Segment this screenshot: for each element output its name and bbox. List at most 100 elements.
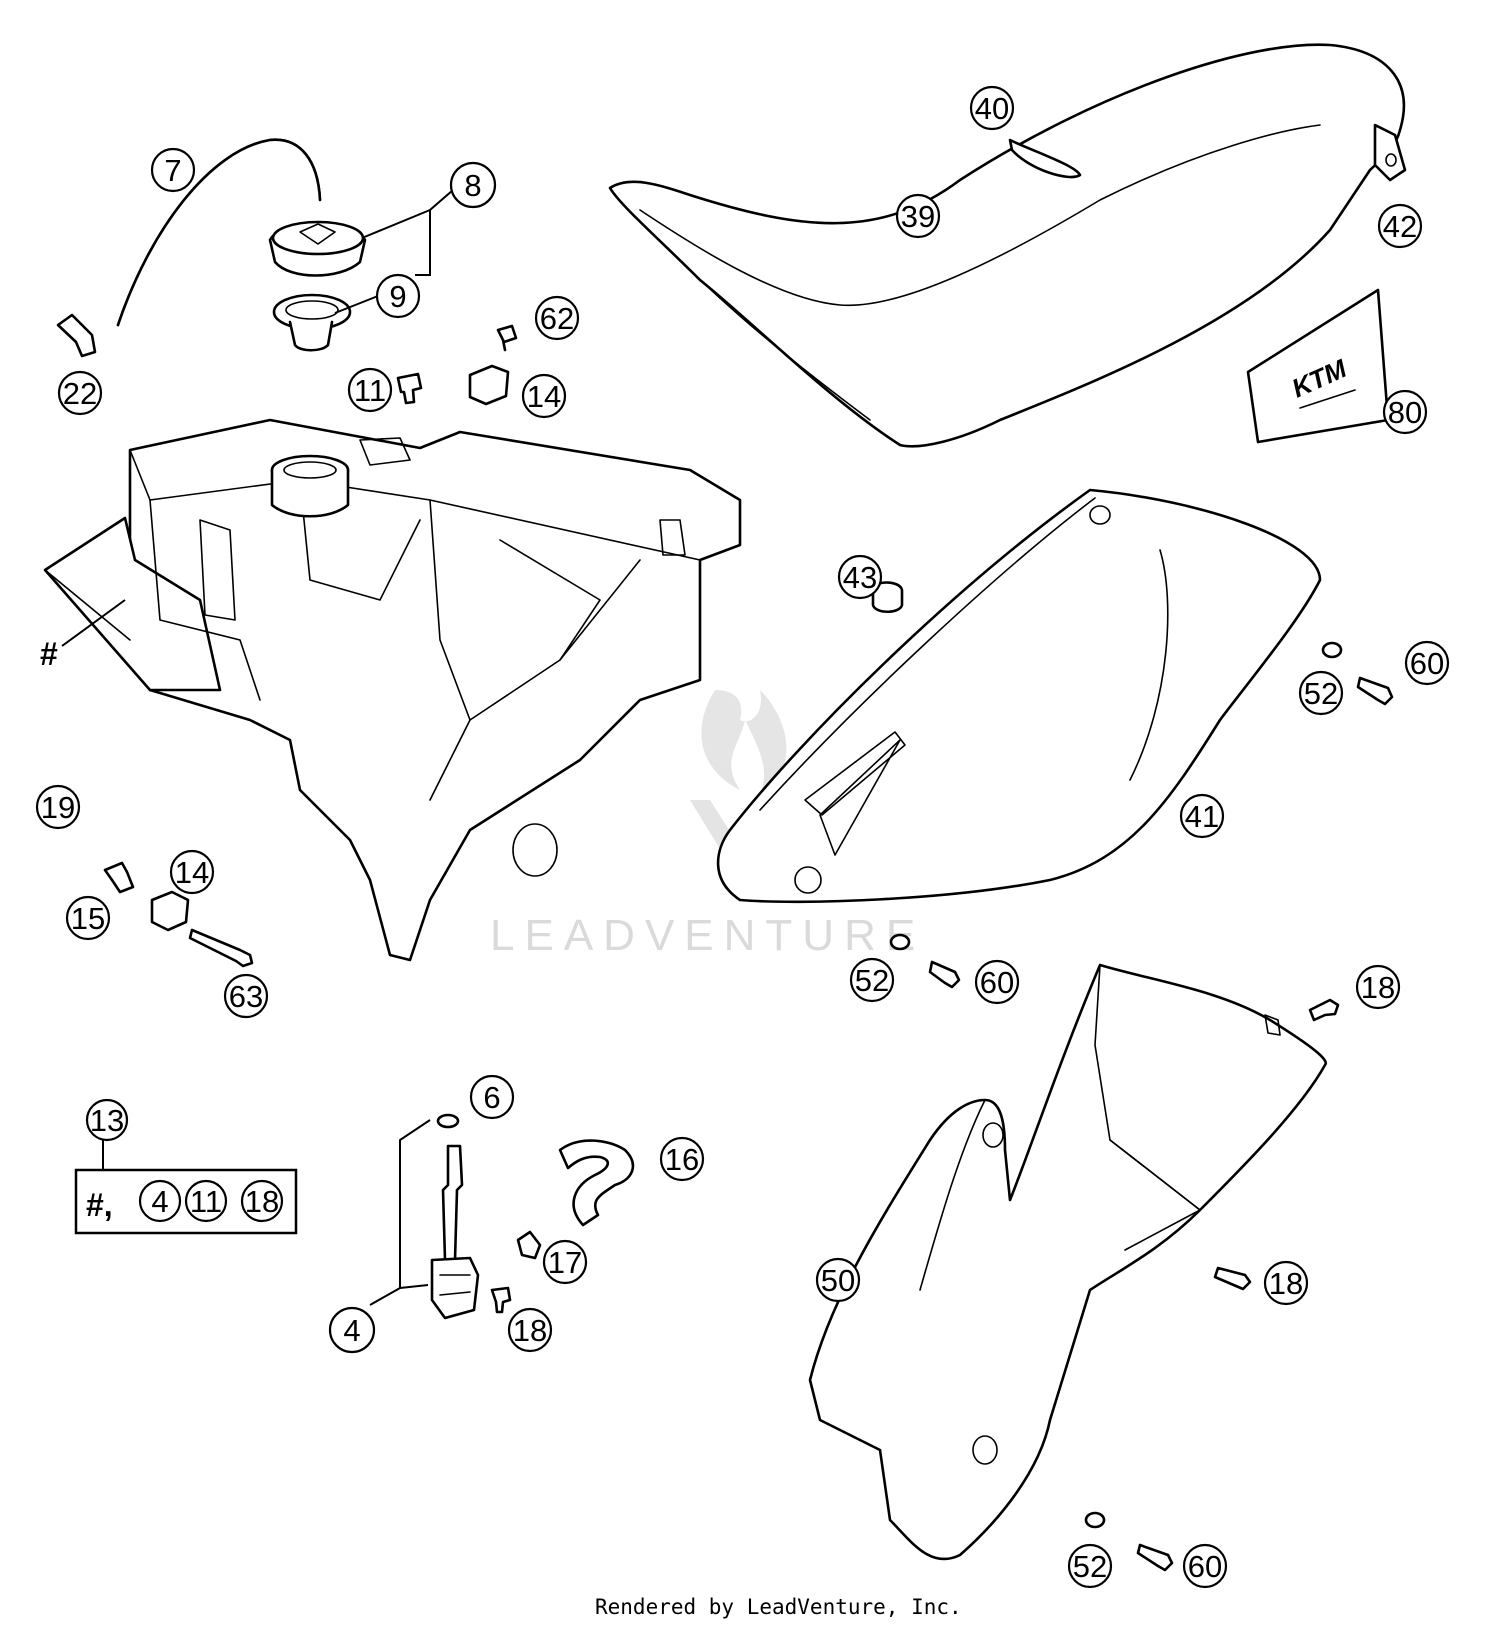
- svg-text:15: 15: [71, 901, 105, 936]
- kit-item-18: 18: [240, 1179, 284, 1223]
- callout-6: 6: [469, 1074, 515, 1120]
- fuel-tank: [43, 418, 742, 962]
- callout-62: 62: [534, 295, 580, 341]
- callout-60-lower: 60: [1182, 1543, 1228, 1589]
- svg-text:19: 19: [41, 790, 75, 825]
- svg-text:18: 18: [513, 1313, 547, 1348]
- kit-box: #, 4 11 18: [74, 1168, 298, 1235]
- callout-8: 8: [449, 161, 497, 209]
- elbow-fitting: [56, 313, 97, 358]
- kit-item-4: 4: [138, 1179, 182, 1223]
- rubber-spacer-top: [468, 364, 510, 406]
- svg-text:60: 60: [1188, 1549, 1222, 1584]
- callout-16: 16: [659, 1136, 705, 1182]
- callout-60-middle: 60: [974, 959, 1020, 1005]
- callout-43: 43: [837, 554, 883, 600]
- svg-text:11: 11: [354, 373, 386, 408]
- ktm-sticker: KTM: [1246, 288, 1390, 444]
- svg-text:52: 52: [855, 963, 889, 998]
- svg-text:60: 60: [980, 965, 1014, 1000]
- kit-hash-text: #,: [86, 1187, 113, 1223]
- svg-text:18: 18: [1361, 970, 1395, 1005]
- svg-text:63: 63: [229, 979, 263, 1014]
- callout-22: 22: [57, 370, 103, 416]
- fuel-cap: [268, 220, 367, 277]
- watermark-text: LEADVENTURE: [490, 911, 925, 960]
- cap-gasket: [272, 293, 352, 352]
- bolt-18-upper: [1308, 998, 1340, 1022]
- callout-9: 9: [375, 273, 421, 319]
- svg-text:17: 17: [548, 1245, 582, 1280]
- callout-18-upper: 18: [1355, 964, 1401, 1010]
- svg-text:22: 22: [63, 376, 97, 411]
- seat: [608, 43, 1407, 448]
- svg-text:52: 52: [1073, 1549, 1107, 1584]
- bolt-63: [188, 928, 254, 968]
- svg-text:39: 39: [901, 199, 935, 234]
- callout-14-left: 14: [169, 849, 215, 895]
- callout-60-upper: 60: [1404, 640, 1450, 686]
- washer-52-upper: [1321, 641, 1343, 659]
- credit-text: Rendered by LeadVenture, Inc.: [595, 1595, 962, 1619]
- callout-18-lower: 18: [1263, 1260, 1309, 1306]
- callout-4: 4: [328, 1306, 376, 1354]
- callout-50: 50: [815, 1257, 861, 1303]
- washer-52-lower: [1084, 1511, 1106, 1529]
- fuel-hose: [558, 1139, 635, 1227]
- screw-11: [396, 372, 423, 405]
- svg-text:60: 60: [1410, 646, 1444, 681]
- svg-text:4: 4: [151, 1184, 168, 1219]
- hose-clamp: [516, 1230, 542, 1260]
- bolt-60-lower: [1136, 1543, 1174, 1572]
- svg-text:14: 14: [175, 855, 209, 890]
- svg-text:13: 13: [90, 1103, 124, 1138]
- svg-text:52: 52: [1304, 676, 1338, 711]
- callout-52-lower: 52: [1067, 1543, 1113, 1589]
- callout-40: 40: [969, 85, 1015, 131]
- svg-text:11: 11: [190, 1184, 222, 1219]
- svg-text:40: 40: [975, 91, 1009, 126]
- callout-52-upper: 52: [1298, 670, 1344, 716]
- callout-11: 11: [347, 367, 393, 413]
- callout-39: 39: [895, 193, 941, 239]
- screw-18-tap: [490, 1286, 512, 1314]
- washer-52-middle: [889, 933, 911, 951]
- callout-17: 17: [542, 1239, 588, 1285]
- callout-14-top: 14: [521, 373, 567, 419]
- svg-text:8: 8: [464, 168, 481, 203]
- bolt-60-upper: [1356, 676, 1394, 706]
- svg-text:42: 42: [1383, 209, 1417, 244]
- screw-62: [496, 324, 518, 352]
- kit-item-11: 11: [184, 1179, 228, 1223]
- callout-52-middle: 52: [849, 957, 895, 1003]
- callout-19: 19: [35, 784, 81, 830]
- shroud: [808, 963, 1328, 1561]
- svg-text:9: 9: [389, 279, 406, 314]
- svg-text:6: 6: [483, 1080, 500, 1115]
- svg-text:62: 62: [540, 301, 574, 336]
- callout-80: 80: [1382, 389, 1428, 435]
- svg-text:18: 18: [1269, 1266, 1303, 1301]
- svg-text:14: 14: [527, 379, 561, 414]
- bolt-60-middle: [928, 960, 961, 989]
- callout-42: 42: [1377, 203, 1423, 249]
- callout-7: 7: [150, 147, 196, 193]
- rubber-spacer-left: [150, 890, 190, 932]
- callout-63: 63: [223, 973, 269, 1019]
- svg-text:7: 7: [164, 153, 181, 188]
- callout-18-tap: 18: [507, 1307, 553, 1353]
- svg-text:16: 16: [665, 1142, 699, 1177]
- bolt-15: [103, 861, 135, 894]
- svg-text:43: 43: [843, 560, 877, 595]
- callout-15: 15: [65, 895, 111, 941]
- svg-text:41: 41: [1185, 799, 1219, 834]
- svg-text:50: 50: [821, 1263, 855, 1298]
- side-cover: [716, 488, 1322, 904]
- callout-41: 41: [1179, 793, 1225, 839]
- fuel-tap: [430, 1144, 480, 1320]
- svg-text:80: 80: [1388, 395, 1422, 430]
- svg-text:4: 4: [343, 1313, 360, 1348]
- bolt-18-lower: [1213, 1266, 1252, 1291]
- o-ring: [436, 1113, 460, 1129]
